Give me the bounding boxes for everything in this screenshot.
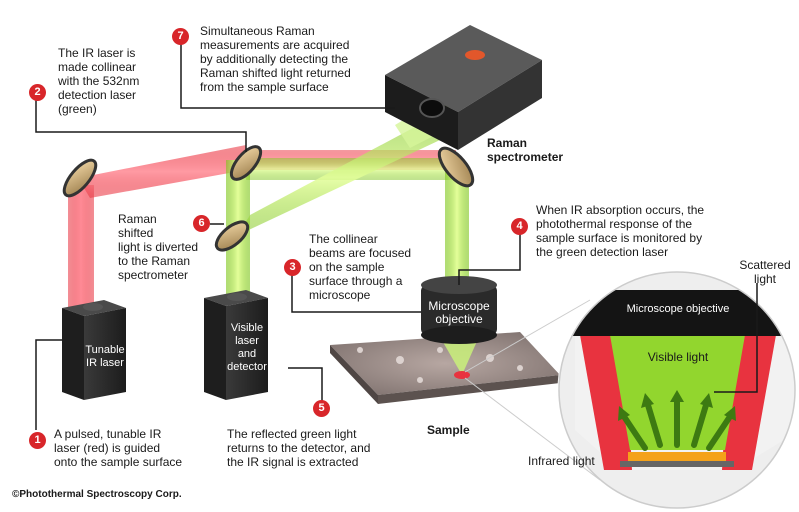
step-6-badge: 6 (193, 215, 210, 232)
copyright: ©Photothermal Spectroscopy Corp. (12, 489, 182, 500)
microscope-objective (421, 276, 497, 344)
step-1-text: A pulsed, tunable IR laser (red) is guid… (54, 427, 183, 469)
microscope-label: Microscope objective (428, 299, 490, 326)
step-5-text: The reflected green light returns to the… (227, 427, 371, 469)
ir-beam-vertical (68, 185, 94, 310)
inset-visible-label: Visible light (647, 350, 709, 364)
mirror-3 (437, 146, 475, 188)
mirror-1 (62, 158, 98, 198)
raman-beam (238, 120, 440, 235)
step-3-text: The collinear beams are focused on the s… (309, 232, 412, 302)
visible-laser-box (204, 290, 268, 400)
step-7-text: Simultaneous Raman measurements are acqu… (200, 24, 351, 94)
mirror-6-dichroic (214, 220, 250, 252)
inset-scattered-label: Scattered light (739, 258, 791, 286)
step-2-text: The IR laser is made collinear with the … (58, 46, 140, 116)
step-5-badge: 5 (313, 400, 330, 417)
step-1-badge: 1 (29, 432, 46, 449)
focus-spot (454, 371, 470, 379)
step-6-text: Raman shifted light is diverted to the R… (118, 212, 199, 282)
inset-objective-label: Microscope objective (626, 303, 730, 315)
leader-lines (35, 40, 758, 430)
step-2-badge: 2 (29, 84, 46, 101)
step-3-badge: 3 (284, 259, 301, 276)
inset-infrared-label: Infrared light (528, 454, 595, 468)
sample-slab (330, 332, 560, 404)
mirror-2 (229, 145, 263, 181)
inset-content (559, 272, 795, 508)
sample-label: Sample (427, 423, 470, 437)
tunable-laser-label: Tunable IR laser (85, 344, 125, 369)
ir-beam-upper (78, 145, 246, 198)
raman-spectrometer (385, 25, 542, 150)
visible-laser-label: Visible laser and detector (227, 322, 267, 373)
tunable-laser-box (62, 300, 126, 400)
step-4-text: When IR absorption occurs, the photother… (536, 203, 705, 259)
step-4-badge: 4 (511, 218, 528, 235)
raman-label: Raman spectrometer (487, 136, 564, 164)
step-7-badge: 7 (172, 28, 189, 45)
